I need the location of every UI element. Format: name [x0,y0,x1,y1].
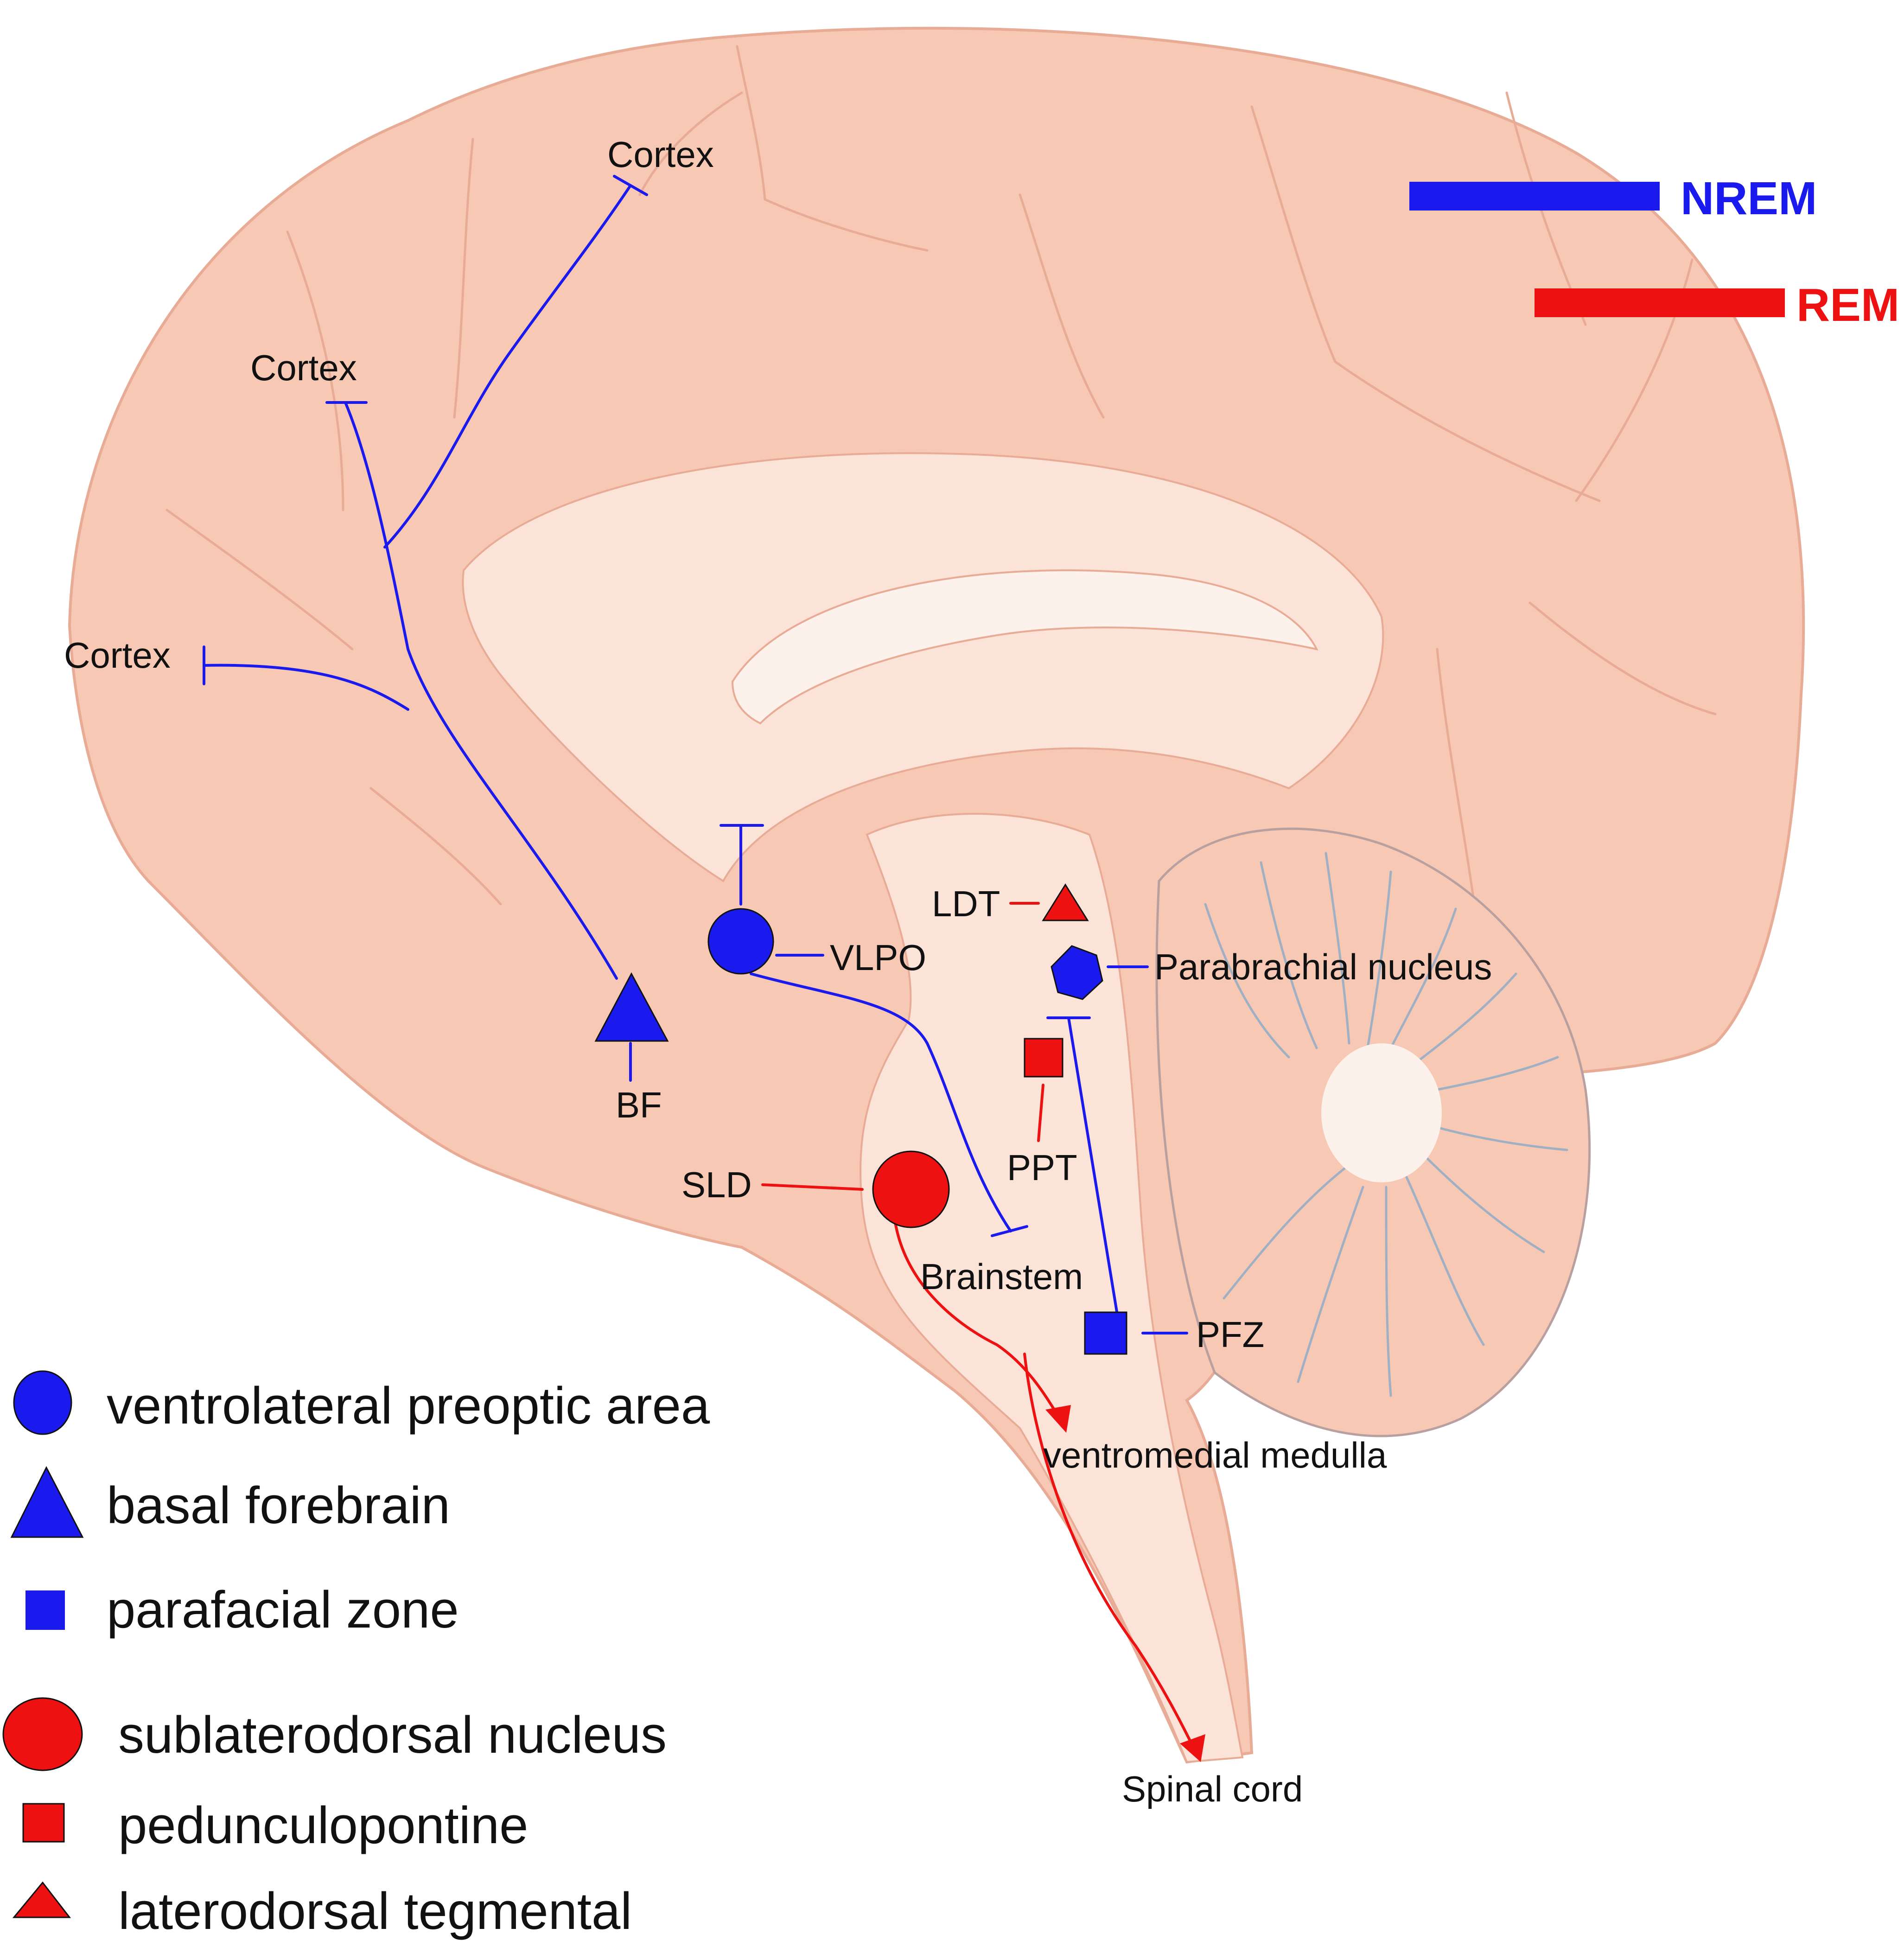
ldt-label: LDT [932,883,1000,924]
legend-item: ventrolateral preoptic area [13,1370,710,1435]
nrem-key-bar [1409,182,1660,211]
ldt-triangle-icon [1042,883,1089,921]
nrem-pathways [203,175,1188,1334]
rem-key-label: REM [1796,279,1899,331]
vlpo-to-brainstem-pathway [750,972,1012,1232]
legend-label: laterodorsal tegmental [118,1882,632,1940]
pfz-label: PFZ [1196,1314,1264,1355]
nuclei-markers [594,883,1127,1355]
rem-arrowheads [1045,1405,1205,1762]
ventromedial-arrowhead [1045,1405,1071,1433]
ppt-label-stub [1037,1084,1044,1142]
brainstem-region [860,813,1244,1763]
region-labels: Cortex Cortex Cortex BF VLPO LDT Parabra… [64,134,1492,1809]
ppt-square-icon [1024,1038,1063,1078]
pathway-key: NREM REM [1409,172,1899,331]
cortex-left-label: Cortex [64,635,171,676]
bf-to-cortex-left-pathway [203,664,409,711]
legend-label: ventrolateral preoptic area [107,1377,710,1435]
legend-item: basal forebrain [10,1466,450,1538]
lateral-ventricle [731,569,1318,725]
rem-key-bar [1535,288,1785,317]
legend: ventrolateral preoptic area basal forebr… [2,1370,710,1940]
legend-label: parafacial zone [107,1581,459,1639]
parabrachial-hexagon-icon [1051,945,1103,1000]
sld-label-stub [761,1183,864,1191]
cerebellum [1155,827,1591,1437]
sld-label: SLD [681,1164,752,1205]
pfz-to-parabrachial-pathway [1067,1016,1119,1316]
spinal-arrowhead [1180,1734,1205,1762]
bf-to-cortex-mid-pathway [344,401,618,980]
cortex-mid-label: Cortex [250,347,357,388]
legend-label: pedunculopontine [118,1796,528,1854]
legend-item: sublaterodorsal nucleus [2,1697,667,1771]
circle-icon [2,1697,83,1771]
triangle-icon [12,1881,71,1918]
bf-to-cortex-top-pathway [383,184,632,549]
brainstem-inhibit [991,1225,1028,1237]
spinal-cord-label: Spinal cord [1122,1769,1303,1809]
brain-sulci [166,45,1717,906]
triangle-icon [10,1466,84,1538]
pfz-square-icon [1084,1311,1127,1355]
cortex-top-inhibit [613,175,648,196]
ventromedial-label: ventromedial medulla [1043,1435,1387,1475]
sld-to-spinal-pathway [1023,1353,1193,1745]
square-icon [22,1803,65,1843]
square-icon [25,1590,65,1630]
legend-item: parafacial zone [25,1581,459,1639]
vlpo-circle-icon [707,908,774,975]
parabrachial-label: Parabrachial nucleus [1154,946,1492,987]
ppt-label: PPT [1007,1147,1077,1188]
legend-item: laterodorsal tegmental [12,1881,632,1940]
cortex-top-label: Cortex [607,134,714,175]
legend-item: pedunculopontine [22,1796,528,1854]
bf-label: BF [616,1085,662,1125]
legend-label: basal forebrain [107,1476,450,1534]
vlpo-label: VLPO [830,937,926,978]
sld-circle-icon [872,1150,950,1228]
brain-illustration [68,26,1805,1764]
nrem-key-label: NREM [1681,172,1817,224]
circle-icon [13,1370,72,1435]
bf-triangle-icon [594,972,669,1042]
sld-to-ventromedial-pathway [893,1218,1058,1416]
legend-label: sublaterodorsal nucleus [118,1706,667,1764]
rem-pathways [761,902,1193,1745]
corpus-callosum [462,452,1384,882]
brainstem-label: Brainstem [920,1256,1083,1297]
